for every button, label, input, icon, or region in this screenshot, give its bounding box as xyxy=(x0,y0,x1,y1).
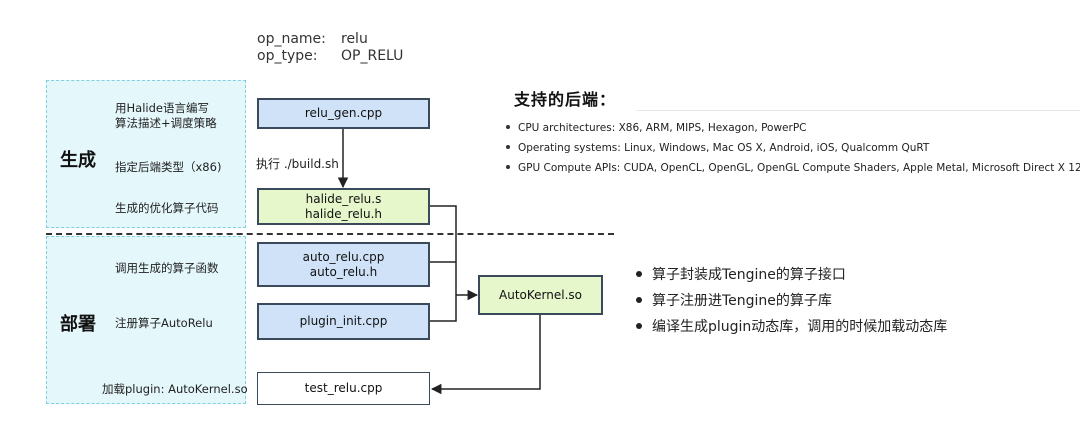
bullet-icon xyxy=(636,296,642,303)
backend-item-os: Operating systems: Linux, Windows, Mac O… xyxy=(506,138,1076,158)
note-item-interface: 算子封装成Tengine的算子接口 xyxy=(636,262,947,288)
generate-step-write-halide: 用Halide语言编写 算法描述+调度策略 xyxy=(115,101,217,130)
autokernel-label: AutoKernel.so xyxy=(499,287,582,302)
halide-to-autokernel-wire xyxy=(430,205,457,295)
bullet-icon xyxy=(506,145,510,149)
bullet-icon xyxy=(636,270,642,277)
note-item-plugin-text: 编译生成plugin动态库，调用的时候加载动态库 xyxy=(652,319,948,335)
section-divider xyxy=(46,233,614,235)
deploy-step-call-function: 调用生成的算子函数 xyxy=(115,261,219,275)
op-type-row: op_type: OP_RELU xyxy=(257,48,403,65)
backend-item-os-text: Operating systems: Linux, Windows, Mac O… xyxy=(518,142,930,154)
note-item-interface-text: 算子封装成Tengine的算子接口 xyxy=(652,267,846,283)
deploy-section-panel xyxy=(46,236,246,404)
generate-step-optimized-code: 生成的优化算子代码 xyxy=(115,201,219,215)
build-command-label: 执行 ./build.sh xyxy=(256,157,339,171)
relu-gen-box: relu_gen.cpp xyxy=(257,98,430,129)
autokernel-to-test-arrow xyxy=(430,315,541,395)
deploy-section-title: 部署 xyxy=(60,314,96,335)
backends-title: 支持的后端： xyxy=(514,90,617,109)
plugin-init-label: plugin_init.cpp xyxy=(299,314,388,328)
backends-list: CPU architectures: X86, ARM, MIPS, Hexag… xyxy=(506,118,1080,178)
autokernel-box: AutoKernel.so xyxy=(478,275,603,315)
backend-item-cpu: CPU architectures: X86, ARM, MIPS, Hexag… xyxy=(506,118,1076,138)
bullet-icon xyxy=(636,322,642,329)
test-relu-label: test_relu.cpp xyxy=(304,381,383,395)
auto-relu-label: auto_relu.cpp auto_relu.h xyxy=(302,249,385,279)
backend-item-gpu-text: GPU Compute APIs: CUDA, OpenCL, OpenGL, … xyxy=(518,162,1080,174)
op-type-value: OP_RELU xyxy=(341,48,404,64)
bullet-icon xyxy=(506,125,510,129)
op-name-value: relu xyxy=(341,31,368,47)
halide-relu-label: halide_relu.s halide_relu.h xyxy=(304,191,383,221)
note-item-plugin: 编译生成plugin动态库，调用的时候加载动态库 xyxy=(636,314,947,340)
relu-gen-label: relu_gen.cpp xyxy=(304,106,383,120)
plugin-init-box: plugin_init.cpp xyxy=(257,303,430,340)
note-item-register: 算子注册进Tengine的算子库 xyxy=(636,288,947,314)
note-item-register-text: 算子注册进Tengine的算子库 xyxy=(652,293,832,309)
test-relu-box: test_relu.cpp xyxy=(257,372,430,405)
op-type-key: op_type: xyxy=(257,48,318,64)
backend-item-gpu: GPU Compute APIs: CUDA, OpenCL, OpenGL, … xyxy=(506,158,1080,178)
backends-rule xyxy=(636,110,1080,111)
bullet-icon xyxy=(506,165,510,169)
generate-step-backend-type: 指定后端类型（x86) xyxy=(115,160,222,174)
halide-relu-box: halide_relu.s halide_relu.h xyxy=(257,188,430,225)
auto-relu-box: auto_relu.cpp auto_relu.h xyxy=(257,242,430,287)
op-meta: op_name: relu op_type: OP_RELU xyxy=(257,31,403,65)
op-name-key: op_name: xyxy=(257,31,326,47)
op-name-row: op_name: relu xyxy=(257,31,403,48)
plugin-init-to-autokernel-wire xyxy=(430,295,457,322)
backend-item-cpu-text: CPU architectures: X86, ARM, MIPS, Hexag… xyxy=(518,122,807,134)
generate-section-panel xyxy=(46,80,246,228)
deploy-step-register-op: 注册算子AutoRelu xyxy=(115,316,213,330)
deploy-step-load-plugin: 加载plugin: AutoKernel.so xyxy=(102,382,248,396)
generate-section-title: 生成 xyxy=(60,150,96,171)
deploy-notes-list: 算子封装成Tengine的算子接口 算子注册进Tengine的算子库 编译生成p… xyxy=(636,262,947,340)
